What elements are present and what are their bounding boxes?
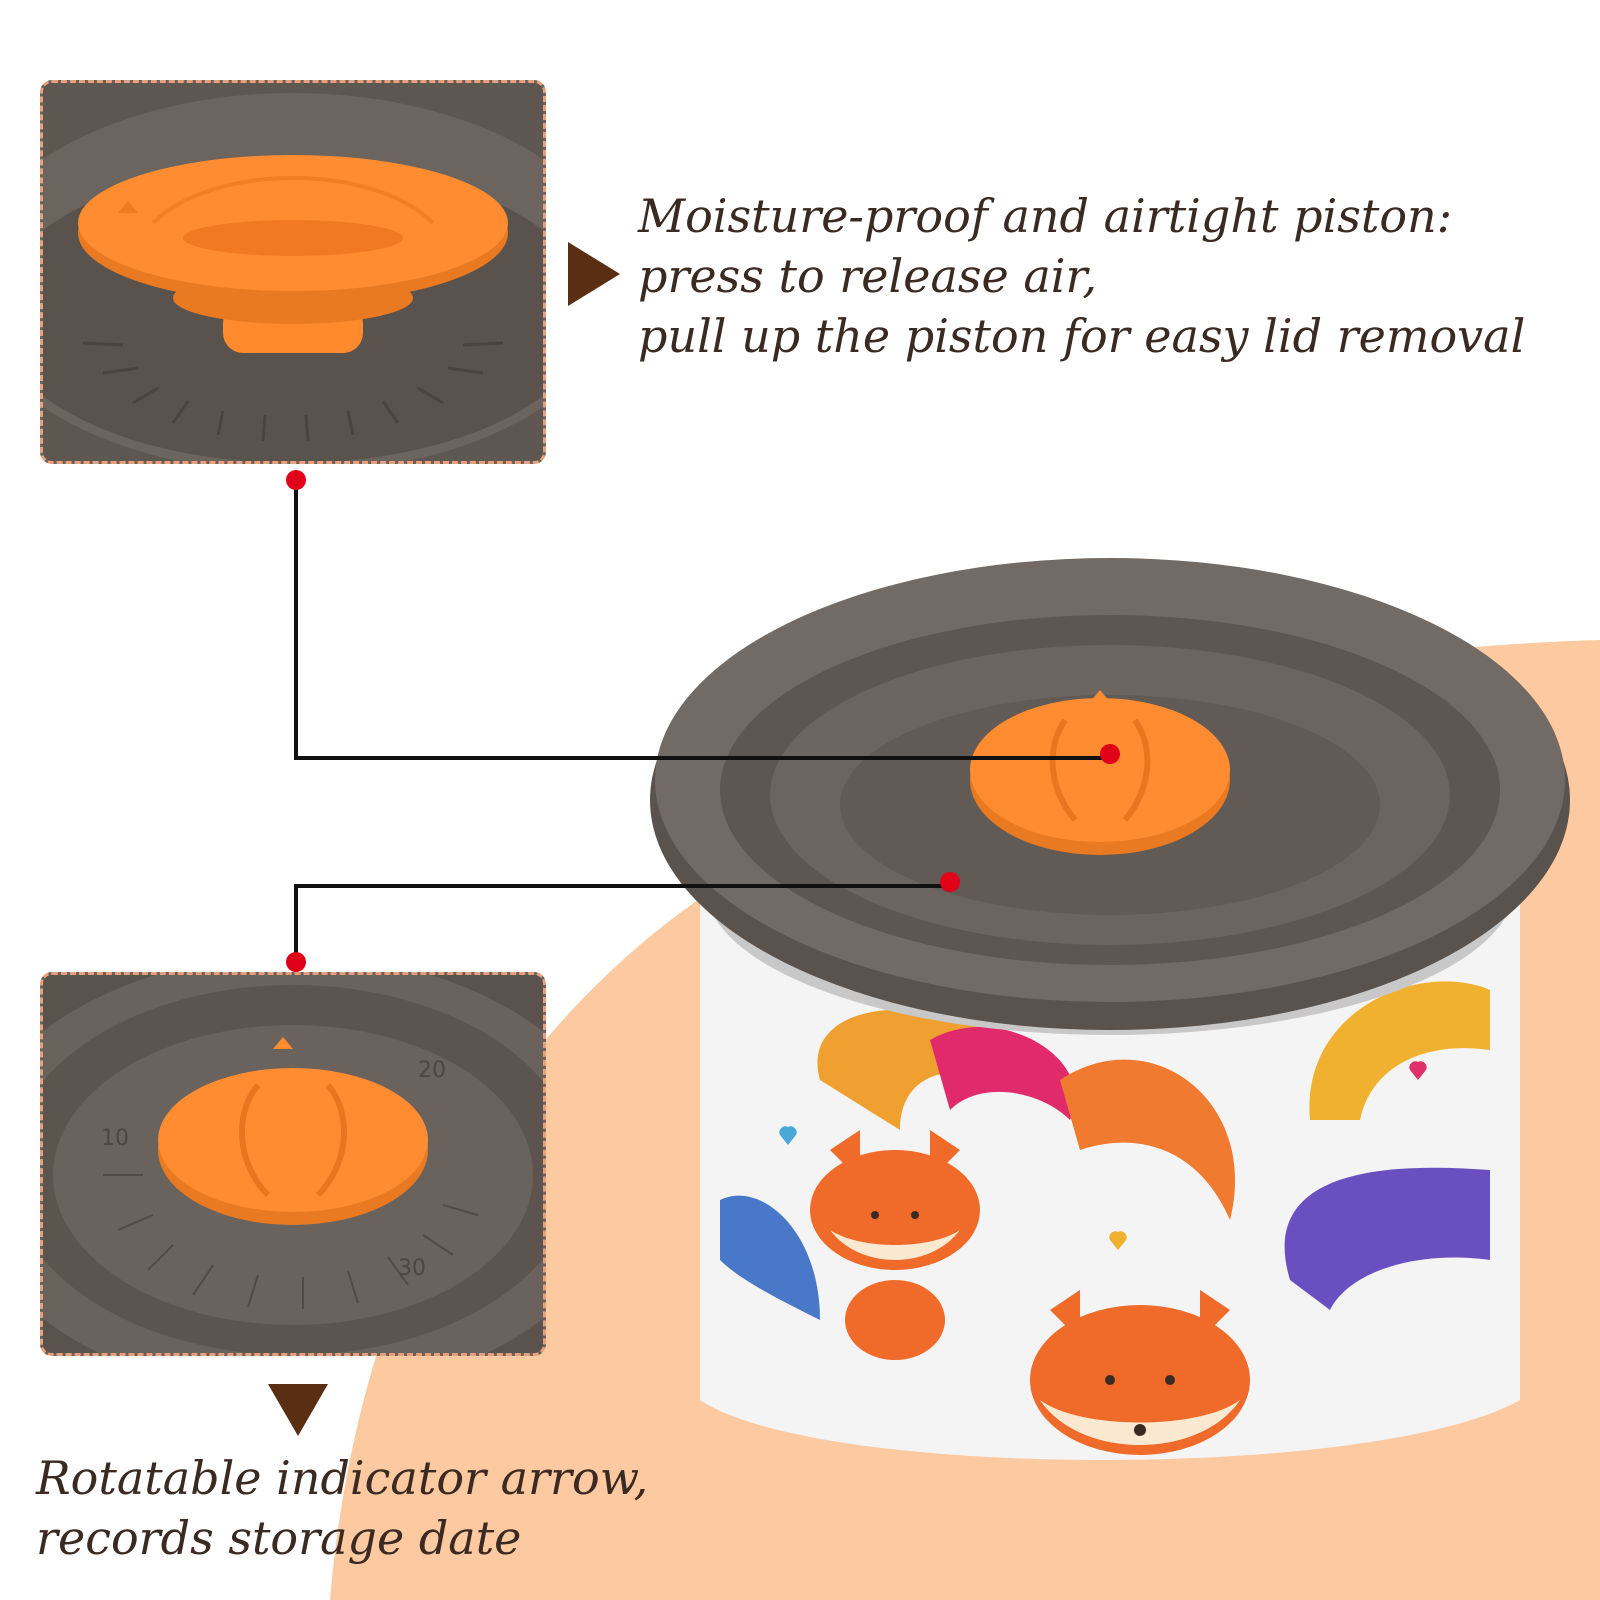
caption-line: press to release air, (638, 249, 1098, 303)
dial-number-10: 10 (101, 1126, 129, 1151)
indicator-feature-caption: Rotatable indicator arrow, records stora… (36, 1448, 648, 1568)
caption-line: pull up the piston for easy lid removal (638, 309, 1526, 363)
piston-detail-image (40, 80, 546, 464)
indicator-detail-image: 10 20 30 (40, 972, 546, 1356)
dial-number-30: 30 (398, 1256, 426, 1281)
dial-number-20: 20 (418, 1058, 446, 1083)
caption-line: Moisture-proof and airtight piston: (638, 189, 1453, 243)
piston-feature-caption: Moisture-proof and airtight piston: pres… (638, 186, 1525, 366)
caption-line: Rotatable indicator arrow, (36, 1451, 649, 1505)
caption-line: records storage date (36, 1511, 522, 1565)
